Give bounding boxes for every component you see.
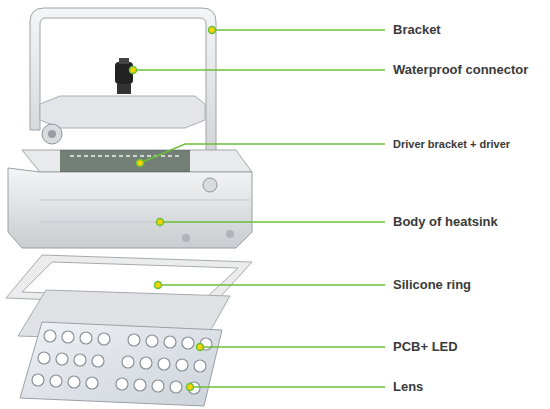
part-label: Lens (393, 379, 423, 395)
heatsink-drawing (8, 150, 252, 248)
part-label: PCB+ LED (393, 339, 458, 355)
leader-dots (130, 27, 216, 391)
part-label: Driver bracket + driver (393, 136, 510, 152)
leader-lines (133, 30, 385, 387)
lens-drawing (20, 322, 222, 406)
part-label: Body of heatsink (393, 214, 498, 230)
part-label: Bracket (393, 22, 441, 38)
part-label: Silicone ring (393, 277, 471, 293)
part-label: Waterproof connector (393, 62, 528, 78)
connector-drawing (115, 58, 133, 94)
